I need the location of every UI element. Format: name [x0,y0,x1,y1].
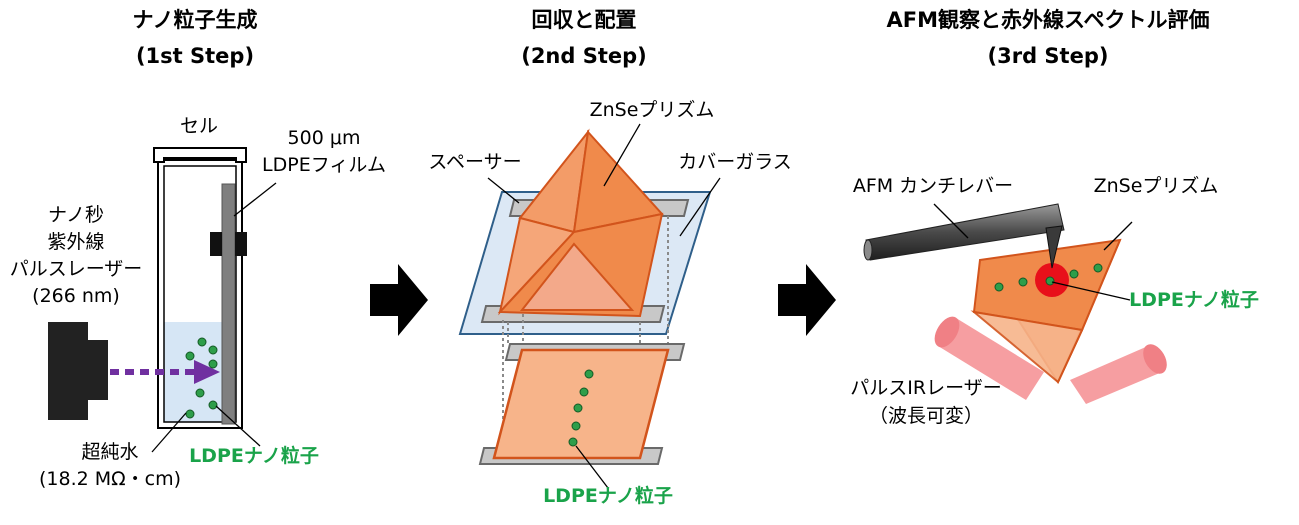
step1-title: ナノ粒子生成 [132,8,258,32]
step2-graphics [458,123,721,489]
film-clamp-left [210,232,222,256]
cell-inner-wall [163,165,237,423]
particle [208,400,218,410]
particle [1045,276,1055,286]
ldpe-film [221,183,236,425]
step3-prism-label: ZnSeプリズム [1093,175,1219,197]
water-label-line1: 超純水 [81,441,139,463]
step3-graphics [863,203,1167,404]
particle [208,345,218,355]
step2-particles-label: LDPEナノ粒子 [543,485,673,507]
particle [208,359,218,369]
uv-laser-arrowhead [194,360,220,384]
film-label-line1: 500 μm [287,127,361,149]
afm-label: AFM カンチレバー [852,175,1014,197]
laser-label-line2: 紫外線 [47,231,105,253]
step1-subtitle: (1st Step) [135,44,255,68]
spacer-label: スペーサー [428,151,522,173]
step2-prism-label: ZnSeプリズム [589,99,715,121]
step1-particles-label: LDPEナノ粒子 [189,445,319,467]
water-label-line2: (18.2 MΩ・cm) [38,468,182,490]
afm-tip [1045,225,1063,269]
step3-title: AFM観察と赤外線スペクトル評価 [886,8,1210,32]
leader-particles [575,445,609,489]
step1-graphics [48,147,277,453]
step1-particles [185,337,218,419]
ir-beam-right [1070,346,1162,404]
step-arrow-1 [370,264,428,336]
leader-film [233,182,277,217]
ir-beam-left-end [934,316,960,348]
cell-cap [153,147,247,163]
prism-substrate [492,348,670,460]
laser-label-line1: ナノ秒 [47,204,105,226]
ir-beam-left [938,318,1044,400]
step2-particles [568,369,594,447]
leader-cover [679,177,721,237]
step1-leaders [151,182,277,453]
laser-label-line4: (266 nm) [32,285,120,307]
cover-glass-label: カバーガラス [678,151,792,173]
particle [579,387,589,397]
particle [197,337,207,347]
ir-laser-label-line2: （波長可変） [868,405,984,427]
particle [571,421,581,431]
step3-leaders [933,203,1133,301]
ir-laser-label-line1: パルスIRレーザー [850,377,1002,399]
prism3-front [970,310,1084,384]
leader-water [151,412,187,453]
step3-particles [994,263,1103,292]
leader-prism [1103,221,1133,251]
leader-particles [1051,281,1131,301]
leader-spacer [487,177,520,204]
particle [185,351,195,361]
particle [1093,263,1103,273]
ir-beam-right-end [1143,344,1167,374]
leader-afm [933,203,969,239]
particle [584,369,594,379]
step2-subtitle: (2nd Step) [521,44,647,68]
step3-subtitle: (3rd Step) [987,44,1109,68]
afm-cantilever-end [863,239,873,261]
particle [573,403,583,413]
particle [185,409,195,419]
step-arrow-2 [778,264,836,336]
laser-source [48,322,108,420]
particle [1018,277,1028,287]
leader-prism [603,123,641,187]
step3-particles-label: LDPEナノ粒子 [1129,289,1259,311]
particle [568,437,578,447]
particle [195,388,205,398]
particle [994,282,1004,292]
film-label-line2: LDPEフィルム [262,154,386,176]
cell-label: セル [179,115,219,137]
prism-face-inner [519,242,635,311]
step2-leaders [487,123,721,489]
laser-label-line3: パルスレーザー [9,258,143,280]
leader-particles [215,405,261,447]
film-clamp-right [235,232,247,256]
particle [1069,269,1079,279]
step2-title: 回収と配置 [531,8,637,32]
